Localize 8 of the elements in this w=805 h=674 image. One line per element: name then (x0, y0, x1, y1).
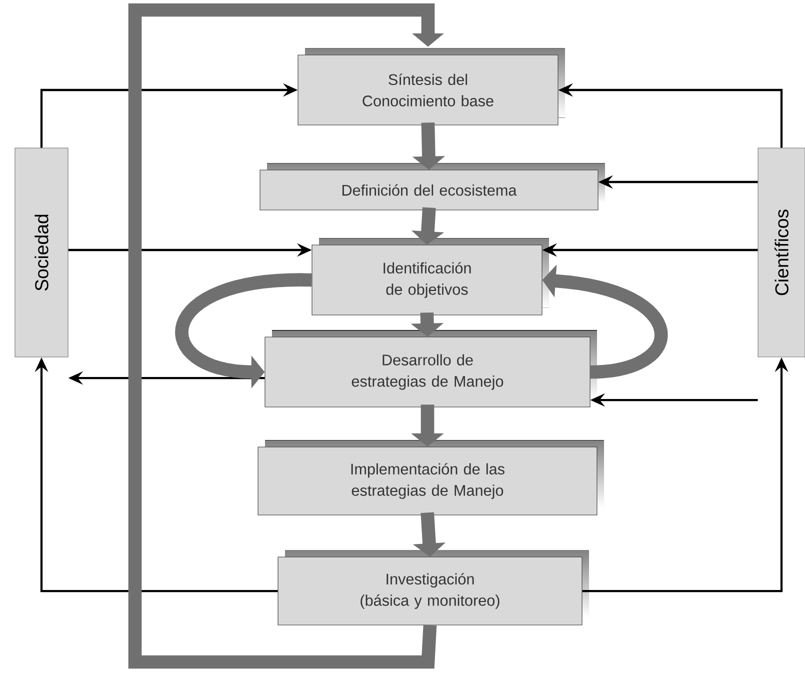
process-box: Investigación (básica y monitoreo) (278, 550, 589, 626)
process-box: Implementación de las estrategias de Manejo (258, 440, 604, 516)
side-box: Sociedad (14, 148, 68, 358)
side-box: Científicos (758, 148, 805, 358)
process-box: Síntesis del Conocimiento base (298, 48, 565, 126)
process-box: Desarrollo de estrategias de Manejo (264, 330, 597, 408)
process-box: Identificación de objetivos (312, 238, 550, 316)
process-box: Definición del ecosistema (260, 163, 606, 210)
